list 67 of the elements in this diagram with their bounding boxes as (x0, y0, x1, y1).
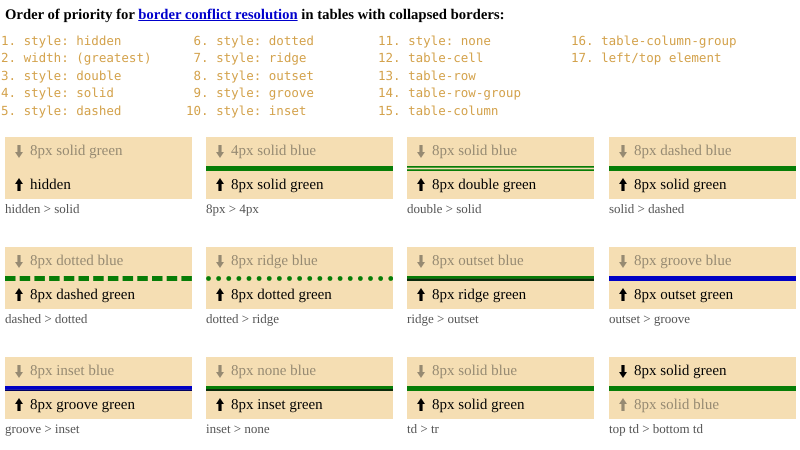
example-panel (206, 137, 393, 199)
cell-text: 8px ridge green (432, 286, 526, 304)
cell-text: 8px solid blue (432, 362, 517, 380)
example-panel (609, 247, 796, 309)
panel-label: groove > inset (5, 421, 80, 436)
cell-text: 8px dashed green (30, 286, 135, 304)
cell-text: 8px dotted green (231, 286, 332, 304)
cell-text: 8px none blue (231, 362, 316, 380)
panel-label: outset > groove (609, 311, 690, 326)
panel-label: inset > none (206, 421, 270, 436)
example-panel (407, 247, 594, 309)
list-item: 14. table-row-group (378, 84, 521, 102)
cell-text: 8px dotted blue (30, 252, 124, 270)
cell-text: 8px inset green (231, 396, 323, 414)
panel-label: top td > bottom td (609, 421, 704, 436)
cell-text: 8px double green (432, 176, 536, 194)
cell-text: 8px solid green (634, 362, 726, 380)
cell-text: 8px inset blue (30, 362, 114, 380)
example-panel (5, 137, 192, 199)
cell-text: 8px dashed blue (634, 142, 732, 160)
list-item: 4. style: solid (1, 84, 114, 102)
list-item: 15. table-column (378, 102, 498, 119)
cell-text: hidden (30, 176, 71, 194)
list-item: 8. style: outset (192, 66, 314, 84)
cell-text: 8px outset blue (432, 252, 524, 270)
list-item: 7. style: ridge (192, 49, 306, 66)
cell-text: 8px ridge blue (231, 252, 318, 270)
list-item: 16. table-column-group (571, 32, 737, 49)
example-panel (407, 137, 594, 199)
link: border conflict resolution (138, 7, 298, 23)
cell-text: 8px solid blue (634, 396, 719, 414)
list-item: 2. width: (greatest) (1, 49, 152, 66)
list-item: 12. table-cell (378, 49, 484, 66)
example-panel (5, 357, 192, 419)
panel-label: hidden > solid (5, 201, 80, 216)
example-panel (407, 357, 594, 419)
panel-label: td > tr (407, 421, 439, 436)
panel-label: dashed > dotted (5, 311, 88, 326)
cell-text: 8px solid green (30, 142, 122, 160)
cell-text: 8px groove blue (634, 252, 732, 270)
cell-text: 8px outset green (634, 286, 734, 304)
list-item: 17. left/top element (571, 49, 722, 66)
cell-text: 8px solid green (432, 396, 524, 414)
list-item: 9. style: groove (192, 84, 314, 102)
cell-text: 8px groove green (30, 396, 135, 414)
list-item: 1. style: hidden (1, 32, 122, 49)
list-item: 6. style: dotted (192, 32, 314, 49)
panel-label: ridge > outset (407, 311, 479, 326)
example-panel (609, 137, 796, 199)
panel-label: dotted > ridge (206, 311, 280, 326)
list-item: 5. style: dashed (1, 102, 122, 119)
list-item: 10. style: inset (186, 102, 306, 119)
example-panel (206, 247, 393, 309)
panel-label: double > solid (407, 201, 482, 216)
cell-text: 8px solid green (634, 176, 726, 194)
example-panel (5, 247, 192, 309)
panel-label: solid > dashed (609, 201, 684, 216)
list-item: 3. style: double (1, 66, 122, 84)
example-panel (206, 357, 393, 419)
heading: Order of priority for border conflict resolution in tables with collapsed borders: (5, 6, 504, 25)
cell-text: 4px solid blue (231, 142, 316, 160)
panel-label: 8px > 4px (206, 201, 259, 216)
list-item: 13. table-row (378, 66, 476, 84)
list-item: 11. style: none (378, 32, 491, 49)
cell-text: 8px solid green (231, 176, 324, 194)
cell-text: 8px solid blue (432, 142, 517, 160)
example-panel (609, 357, 796, 419)
